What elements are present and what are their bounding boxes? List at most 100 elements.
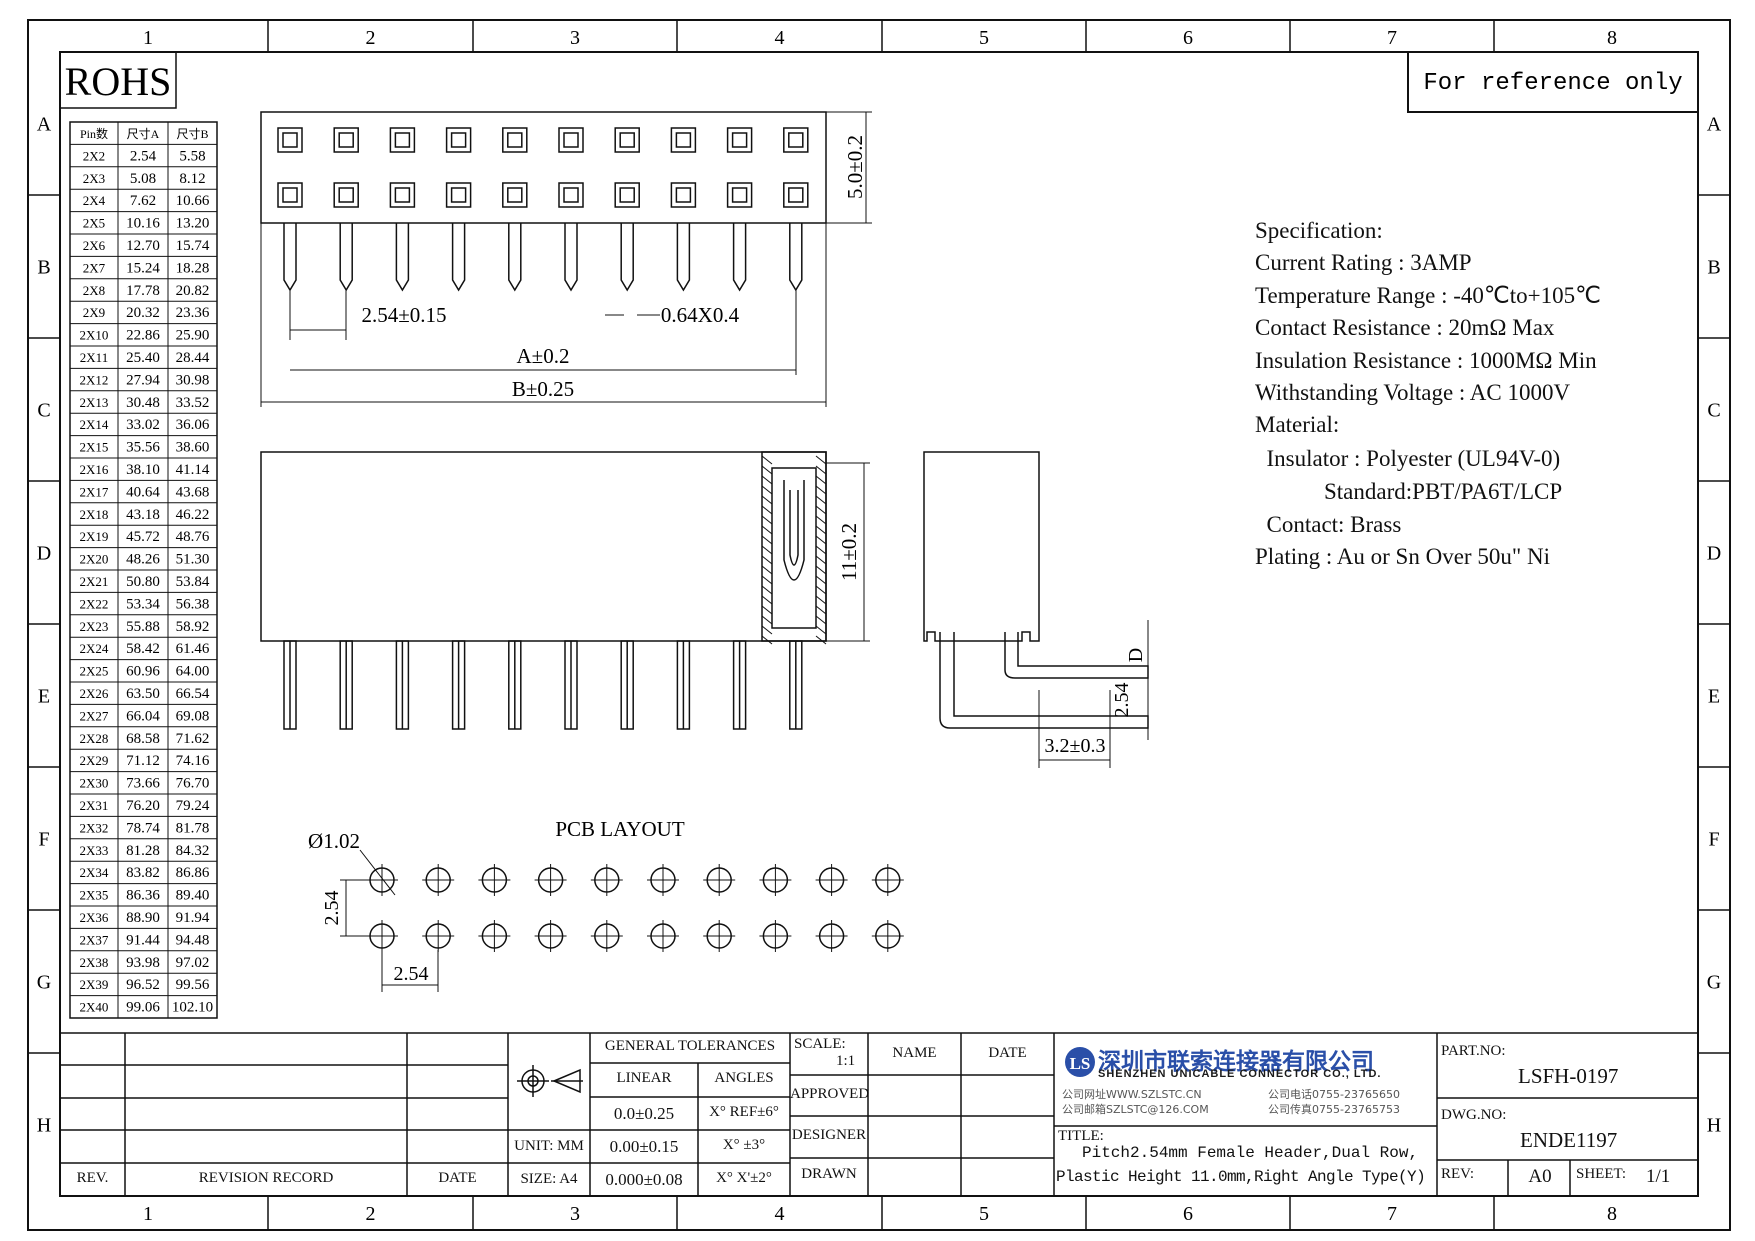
size-table-cell: 50.80 [126, 574, 160, 590]
company-name-cn: 深圳市联索连接器有限公司 [1098, 1049, 1374, 1075]
top-view [260, 111, 827, 292]
size-table-cell: 84.32 [176, 843, 210, 859]
size-table-cell: 15.74 [176, 238, 210, 254]
pcb-row-pitch: 2.54 [321, 891, 343, 926]
top-pin [395, 223, 410, 292]
size-table-cell: 2X8 [83, 283, 105, 298]
spec-line: Insulator : Polyester (UL94V-0) [1255, 446, 1561, 471]
size-table-cell: 2.54 [130, 148, 157, 164]
size-table-cell: 23.36 [176, 305, 210, 321]
size-table-cell: 22.86 [126, 328, 160, 344]
zone-row-label: E [1708, 686, 1720, 708]
top-dimensions [260, 111, 872, 407]
offset-dim: 3.2±0.3 [1045, 735, 1106, 757]
size-table-cell: 2X17 [80, 484, 109, 499]
svg-text:LS: LS [1070, 1054, 1091, 1073]
size-table-cell: 2X31 [80, 798, 109, 813]
size-table-cell: 2X35 [80, 888, 109, 903]
zone-column-label: 5 [979, 27, 989, 49]
zone-row-label: F [38, 829, 49, 851]
side-dimensions [1038, 620, 1149, 768]
rev-label: REV. [76, 1170, 109, 1186]
zone-row-label: G [37, 972, 51, 994]
projection-symbol-icon [517, 1065, 583, 1097]
tol-angle-1: X° REF±6° [709, 1104, 779, 1120]
sheet-value: 1/1 [1646, 1166, 1671, 1187]
top-view-body [260, 111, 827, 224]
zone-row-label: C [1707, 400, 1720, 422]
zone-row-label: C [37, 400, 50, 422]
contact-cavity [389, 182, 416, 208]
size-table-cell: 61.46 [176, 641, 210, 657]
contact-cavity [333, 127, 359, 153]
top-pin [283, 223, 297, 292]
size-table-cell: 2X12 [80, 372, 109, 387]
company-logo-icon: LS [1065, 1047, 1095, 1077]
zone-row-label: F [1708, 829, 1719, 851]
contact-cavity [389, 127, 416, 153]
size-table-cell: 2X34 [80, 865, 109, 880]
spec-line: Plating : Au or Sn Over 50u" Ni [1255, 544, 1550, 569]
contact-cavity [558, 182, 584, 208]
size-table-cell: 40.64 [126, 484, 160, 500]
rohs-label: ROHS [65, 59, 172, 104]
outer-border [27, 19, 1731, 1231]
zone-row-label: A [1707, 114, 1722, 136]
size-table-cell: 86.36 [126, 888, 160, 904]
tol-linear-1: 0.0±0.25 [613, 1104, 675, 1123]
size-table-cell: 33.52 [176, 395, 210, 411]
zone-column-label: 8 [1607, 1203, 1617, 1225]
size-table-cell: 2X40 [80, 1000, 109, 1015]
dim-d: D [1125, 648, 1147, 662]
size-table-cell: 53.84 [176, 574, 210, 590]
size-table-cell: 10.66 [176, 193, 210, 209]
reference-note: For reference only [1423, 70, 1682, 97]
size-table-cell: 2X37 [80, 932, 109, 947]
contact-cavity [502, 127, 528, 153]
size-table-cell: 2X39 [80, 977, 109, 992]
title-line-2: Plastic Height 11.0mm,Right Angle Type(Y… [1056, 1168, 1426, 1186]
top-pin [676, 223, 691, 292]
size-table-cell: 71.62 [176, 731, 210, 747]
size-table-cell: 2X22 [80, 596, 109, 611]
size-table-cell: 35.56 [126, 440, 160, 456]
height-dim-side: 11±0.2 [837, 523, 861, 581]
size-table-cell: 86.86 [176, 865, 210, 881]
size-table-cell: 36.06 [176, 417, 210, 433]
size-table-cell: 2X13 [80, 395, 109, 410]
spec-line: Current Rating : 3AMP [1255, 250, 1472, 275]
size-table-cell: 2X23 [80, 619, 109, 634]
title-label: TITLE: [1058, 1128, 1104, 1144]
contact-cavity [670, 127, 697, 153]
front-dimensions [826, 462, 870, 642]
size-table-cell: 51.30 [176, 552, 210, 568]
size-table-cell: 2X11 [80, 350, 108, 365]
zone-column-label: 8 [1607, 27, 1617, 49]
rev-small-label: REV: [1441, 1166, 1475, 1182]
size-table-cell: 91.94 [176, 910, 210, 926]
size-table-cell: 2X14 [80, 417, 109, 432]
spec-line: Specification: [1255, 218, 1383, 243]
company-mail: 公司邮箱SZLSTC@126.COM [1062, 1103, 1209, 1116]
size-table-cell: 2X21 [80, 574, 109, 589]
size-table-cell: 56.38 [176, 596, 210, 612]
size-table-cell: 53.34 [126, 596, 160, 612]
size-table-cell: 63.50 [126, 686, 160, 702]
zone-column-label: 7 [1387, 27, 1397, 49]
top-pin [451, 223, 466, 292]
pcb-layout-title: PCB LAYOUT [555, 817, 685, 841]
size-table-cell: 2X29 [80, 753, 109, 768]
size-table-cell: 2X2 [83, 148, 105, 163]
contact-cavity [670, 182, 697, 208]
size-table-cell: 55.88 [126, 619, 160, 635]
size-table-cell: 102.10 [172, 1000, 213, 1016]
size-table-cell: 5.08 [130, 171, 156, 187]
part-no-label: PART.NO: [1441, 1043, 1506, 1059]
size-table-cell: 93.98 [126, 955, 160, 971]
top-pin [339, 223, 353, 292]
zone-row-label: A [37, 114, 52, 136]
rev-date-label: DATE [438, 1170, 477, 1186]
top-pin [732, 223, 747, 292]
company-web: 公司网址WWW.SZLSTC.CN [1062, 1088, 1202, 1101]
size-table-cell: 2X26 [80, 686, 109, 701]
